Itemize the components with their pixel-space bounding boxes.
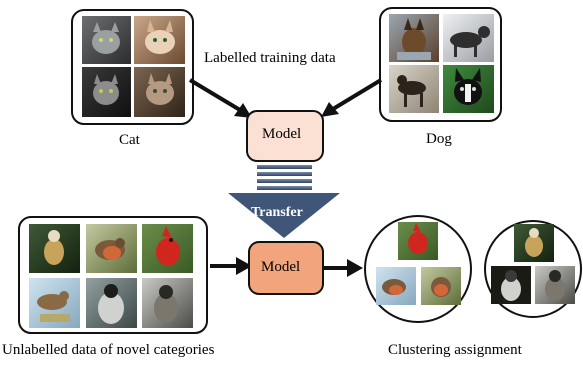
novel-thumbnail-robin xyxy=(86,224,137,273)
cluster-thumbnail-robin-2 xyxy=(421,267,461,305)
model-box-top xyxy=(246,110,324,162)
novel-thumbnail-monkey xyxy=(142,278,193,328)
dog-thumbnail-1 xyxy=(389,14,439,62)
arrow-novel-to-model xyxy=(210,257,252,275)
transfer-arrow xyxy=(228,165,340,238)
novel-thumbnail-cardinal xyxy=(142,224,193,273)
novel-thumbnail-sparrow xyxy=(29,278,80,328)
cat-thumbnail-3 xyxy=(82,67,131,117)
arrow-cat-to-model xyxy=(188,78,252,118)
novel-thumbnail-squirrel-monkey xyxy=(29,224,80,273)
cat-thumbnail-1 xyxy=(82,16,131,64)
cat-thumbnail-2 xyxy=(134,16,185,64)
model-box-bottom xyxy=(248,241,324,295)
dog-thumbnail-2 xyxy=(443,14,494,62)
class-label-dog: Dog xyxy=(426,131,452,147)
cluster-thumbnail-monkey-2 xyxy=(535,266,575,304)
cluster-thumbnail-robin-1 xyxy=(376,267,416,305)
clustering-assignment-label: Clustering assignment xyxy=(388,342,522,358)
unlabelled-data-label: Unlabelled data of novel categories xyxy=(2,342,215,358)
model-label-bottom: Model xyxy=(261,259,301,275)
cluster-thumbnail-cardinal xyxy=(398,222,438,260)
arrow-model-to-clusters xyxy=(324,259,363,277)
cluster-thumbnail-monkey-1 xyxy=(514,224,554,262)
arrow-dog-to-model xyxy=(321,78,383,117)
dog-thumbnail-4 xyxy=(443,65,494,113)
training-data-label: Labelled training data xyxy=(204,50,336,66)
class-label-cat: Cat xyxy=(119,132,140,148)
novel-thumbnail-langur xyxy=(86,278,137,328)
dog-thumbnail-3 xyxy=(389,65,439,113)
model-label-top: Model xyxy=(262,126,302,142)
cat-thumbnail-4 xyxy=(134,67,185,117)
transfer-label: Transfer xyxy=(251,205,303,220)
cluster-thumbnail-langur xyxy=(491,266,531,304)
